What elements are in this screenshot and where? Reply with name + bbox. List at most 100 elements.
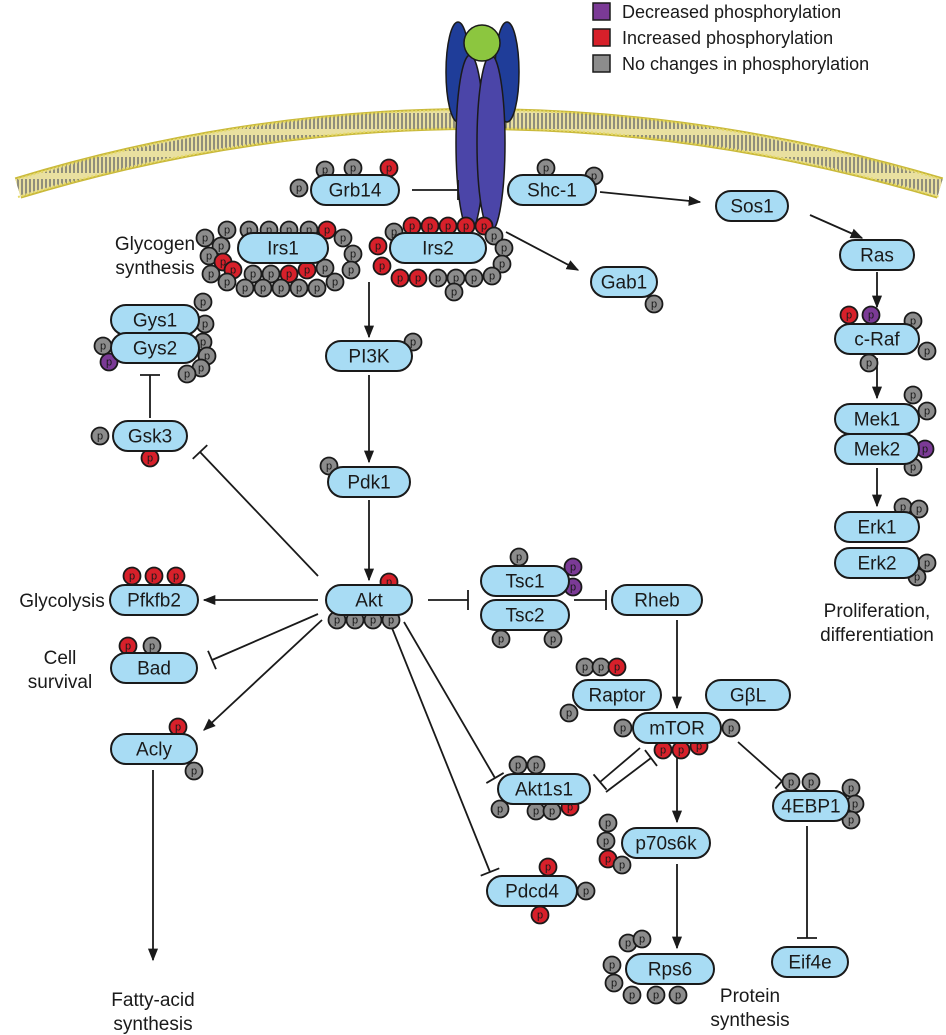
- protein-label: PI3K: [348, 347, 390, 368]
- protein-box: [109, 584, 199, 616]
- site-label: p: [266, 225, 272, 237]
- site-label: p: [533, 760, 539, 772]
- site-label: p: [549, 806, 555, 818]
- site-label: p: [611, 978, 617, 990]
- site-label: p: [852, 799, 858, 811]
- legend-label: Decreased phosphorylation: [622, 2, 841, 22]
- protein-label: Rps6: [648, 960, 692, 981]
- site-label: p: [147, 453, 153, 465]
- phospho-site-none: p: [343, 158, 363, 178]
- phospho-site-none: p: [598, 813, 618, 833]
- site-label: p: [533, 806, 539, 818]
- site-label: p: [620, 723, 626, 735]
- site-label: p: [386, 577, 392, 589]
- protein-label: Erk1: [857, 518, 896, 539]
- protein-label: Akt1s1: [515, 780, 573, 801]
- phospho-site-none: p: [612, 855, 632, 875]
- site-label: p: [246, 225, 252, 237]
- site-label: p: [286, 225, 292, 237]
- edge-akt-inhibits-pdcd4: [391, 627, 500, 877]
- edge-receptor-activates-gab1: [505, 231, 580, 271]
- site-label: p: [598, 662, 604, 674]
- site-label: p: [348, 265, 354, 277]
- phospho-site-none: p: [142, 636, 162, 656]
- phospho-site-none: p: [492, 254, 512, 274]
- phospho-site-increased: p: [379, 158, 399, 178]
- protein-label: Shc-1: [527, 181, 577, 202]
- phospho-site-none: p: [184, 761, 204, 781]
- site-label: p: [350, 163, 356, 175]
- process-label-line: synthesis: [115, 258, 194, 279]
- site-label: p: [208, 269, 214, 281]
- site-label: p: [922, 444, 928, 456]
- site-label: p: [326, 461, 332, 473]
- site-label: p: [202, 233, 208, 245]
- phospho-site-none: p: [444, 282, 464, 302]
- phospho-site-none: p: [917, 401, 937, 421]
- edge-akt-inhibits-gsk3: [192, 444, 319, 577]
- phospho-site-none: p: [201, 264, 221, 284]
- edge-mtor-inhibits-akt1s1: [592, 747, 641, 791]
- protein-ras: Ras: [839, 239, 915, 271]
- phospho-site-increased: p: [456, 216, 476, 236]
- site-label: p: [184, 369, 190, 381]
- site-label: p: [296, 183, 302, 195]
- site-label: p: [352, 615, 358, 627]
- site-label: p: [370, 615, 376, 627]
- legend-item-increased: Increased phosphorylation: [592, 28, 833, 48]
- phospho-site-none: p: [199, 246, 219, 266]
- protein-box: [834, 433, 920, 465]
- legend-item-none: No changes in phosphorylation: [592, 54, 869, 74]
- protein-label: Sos1: [730, 197, 773, 218]
- phospho-site-none: p: [841, 778, 861, 798]
- phospho-site-none: p: [618, 933, 638, 953]
- site-label: p: [200, 337, 206, 349]
- site-label: p: [149, 641, 155, 653]
- site-label: p: [910, 316, 916, 328]
- site-label: p: [498, 634, 504, 646]
- phospho-site-increased: p: [168, 717, 188, 737]
- protein-box: [389, 232, 487, 264]
- phospho-site-increased: p: [839, 305, 859, 325]
- phospho-site-decreased: p: [915, 439, 935, 459]
- protein-box: [715, 190, 789, 222]
- site-label: p: [350, 249, 356, 261]
- phospho-site-increased: p: [653, 740, 673, 760]
- phospho-site-none: p: [428, 268, 448, 288]
- process-label-line: survival: [28, 672, 92, 693]
- protein-label: Mek2: [854, 440, 900, 461]
- protein-label: Tsc1: [505, 572, 544, 593]
- phospho-site-none: p: [909, 499, 929, 519]
- phospho-site-none: p: [596, 831, 616, 851]
- protein-box: [110, 652, 198, 684]
- edge-akt-inhibits-tsc1: [428, 590, 469, 610]
- edge-receptor-activates-sos1: [599, 191, 702, 206]
- site-label: p: [471, 273, 477, 285]
- phospho-site-none: p: [482, 266, 502, 286]
- protein-label: Grb14: [329, 181, 382, 202]
- site-label: p: [515, 760, 521, 772]
- phospho-site-none: p: [235, 278, 255, 298]
- protein-label: Pdcd4: [505, 882, 559, 903]
- legend-item-decreased: Decreased phosphorylation: [592, 2, 841, 22]
- site-label: p: [206, 251, 212, 263]
